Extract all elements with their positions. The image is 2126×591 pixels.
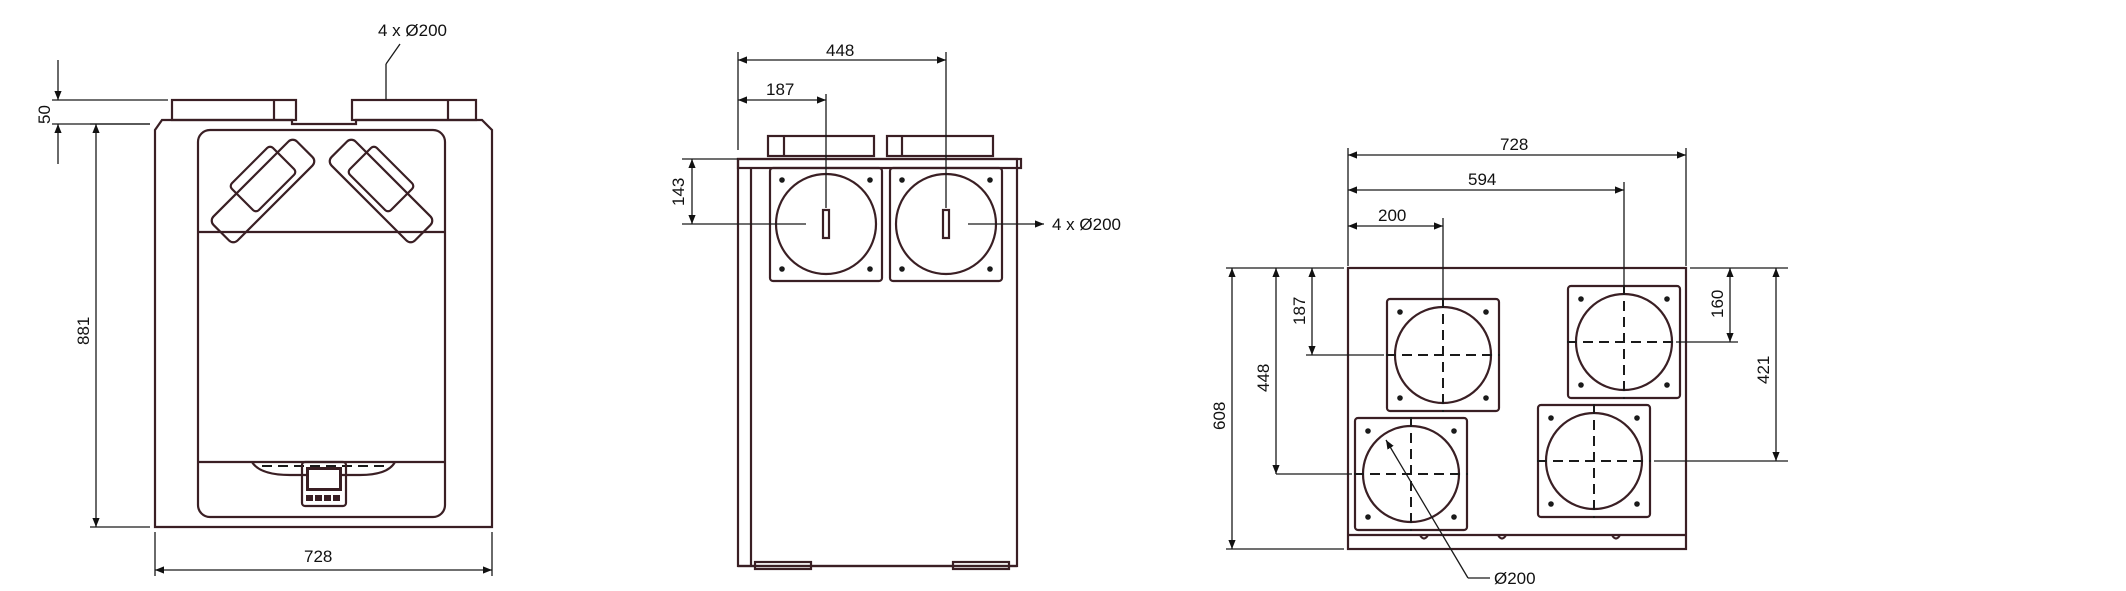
side-body — [736, 157, 1019, 568]
top-plate-d — [1536, 403, 1652, 519]
control-panel — [300, 460, 348, 508]
top-width-label: 728 — [1500, 135, 1528, 154]
top-diameter-label: Ø200 — [1494, 569, 1536, 588]
front-view: 4 x Ø200 50 881 728 — [35, 21, 494, 576]
front-height-label: 881 — [74, 317, 93, 345]
top-dimensions: 728 594 200 608 448 187 160 421 — [1210, 135, 1788, 588]
top-far-offset-label: 594 — [1468, 170, 1496, 189]
front-spigot-left — [170, 98, 298, 122]
top-view: 728 594 200 608 448 187 160 421 — [1210, 135, 1788, 588]
side-dimensions: 448 187 143 4 x Ø200 — [669, 41, 1121, 234]
side-top-flange — [736, 157, 1023, 170]
top-near-depth-label: 187 — [1290, 297, 1309, 325]
side-spacing-label: 448 — [826, 41, 854, 60]
top-plate-a — [1385, 297, 1501, 413]
top-body — [1346, 266, 1688, 551]
side-spigot-right — [885, 134, 995, 158]
front-spigot-right — [350, 98, 478, 122]
side-offset-label: 187 — [766, 80, 794, 99]
top-right-depth-label: 160 — [1708, 290, 1727, 318]
top-rear-depth-label: 448 — [1254, 364, 1273, 392]
top-depth-label: 608 — [1210, 402, 1229, 430]
front-width-label: 728 — [304, 547, 332, 566]
front-spigots-label: 4 x Ø200 — [378, 21, 447, 40]
front-top-offset-label: 50 — [35, 105, 54, 124]
side-view: 448 187 143 4 x Ø200 — [669, 41, 1121, 571]
top-right-rear-depth-label: 421 — [1754, 356, 1773, 384]
front-inner-panel — [196, 128, 447, 519]
top-plate-b — [1566, 284, 1682, 400]
top-near-offset-label: 200 — [1378, 206, 1406, 225]
side-height-label: 143 — [669, 178, 688, 206]
side-spigot-left — [766, 134, 876, 158]
front-body — [153, 118, 494, 529]
heat-exchanger — [210, 138, 434, 244]
front-dimensions: 4 x Ø200 50 881 728 — [35, 21, 493, 576]
side-spigots-label: 4 x Ø200 — [1052, 215, 1121, 234]
top-plate-c — [1353, 416, 1469, 532]
